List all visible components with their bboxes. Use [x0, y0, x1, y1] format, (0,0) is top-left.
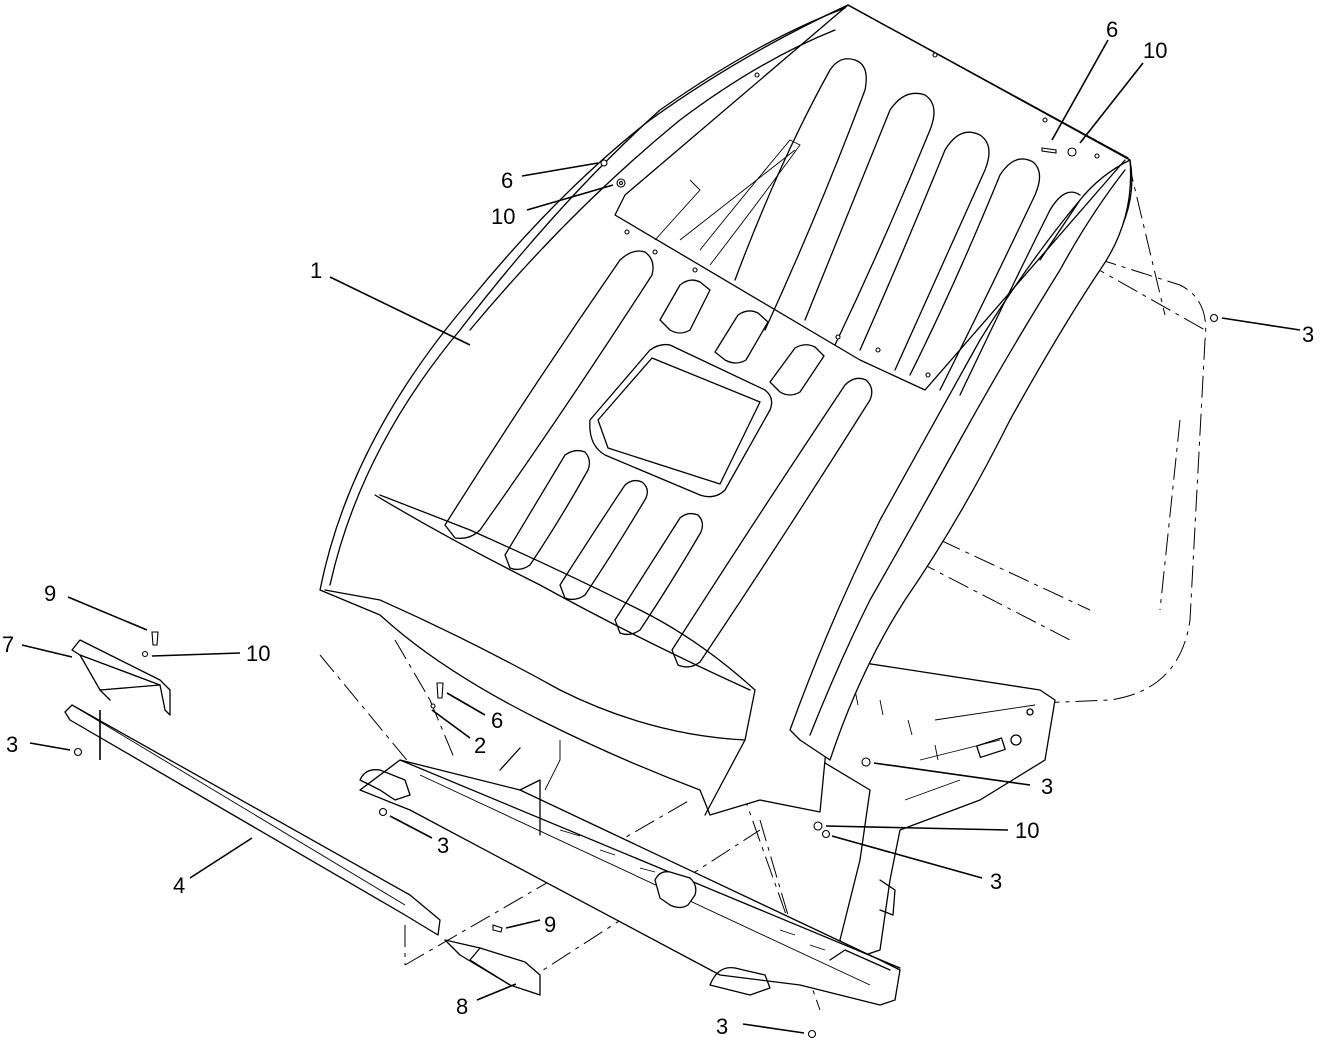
callout-4: 4 — [173, 873, 185, 898]
callout-6-top-center: 6 — [501, 168, 513, 193]
callout-1: 1 — [310, 258, 322, 283]
callout-10-top-center: 10 — [491, 204, 515, 229]
hardware — [73, 147, 1219, 1039]
seat-frame — [814, 659, 1056, 961]
callout-9-left: 9 — [44, 581, 56, 606]
callout-labels: 1 2 3 3 3 3 3 3 4 6 6 6 7 8 9 9 10 10 10… — [2, 17, 1314, 1039]
frame-phantom-lines — [319, 159, 1207, 1011]
strip-4 — [64, 704, 441, 936]
callout-10-top-right: 10 — [1143, 38, 1167, 63]
leader-lines — [21, 39, 1301, 1034]
callout-6-center: 6 — [491, 708, 503, 733]
callout-10-right: 10 — [1015, 818, 1039, 843]
callout-6-top-right: 6 — [1106, 17, 1118, 42]
callout-3-right-mid: 3 — [1041, 774, 1053, 799]
callout-10-left: 10 — [246, 641, 270, 666]
callout-3-left: 3 — [6, 732, 18, 757]
callout-3-bottom: 3 — [716, 1014, 728, 1039]
callout-8: 8 — [456, 994, 468, 1019]
callout-3-center: 3 — [437, 833, 449, 858]
callout-2: 2 — [474, 733, 486, 758]
base-plate — [359, 740, 901, 1006]
callout-3-right-top: 3 — [1302, 322, 1314, 347]
callout-7: 7 — [2, 632, 14, 657]
seat-pan — [319, 4, 1133, 816]
callout-9-bottom: 9 — [544, 912, 556, 937]
bracket-7 — [71, 639, 171, 716]
bracket-8 — [444, 939, 541, 996]
callout-3-right-low: 3 — [990, 869, 1002, 894]
